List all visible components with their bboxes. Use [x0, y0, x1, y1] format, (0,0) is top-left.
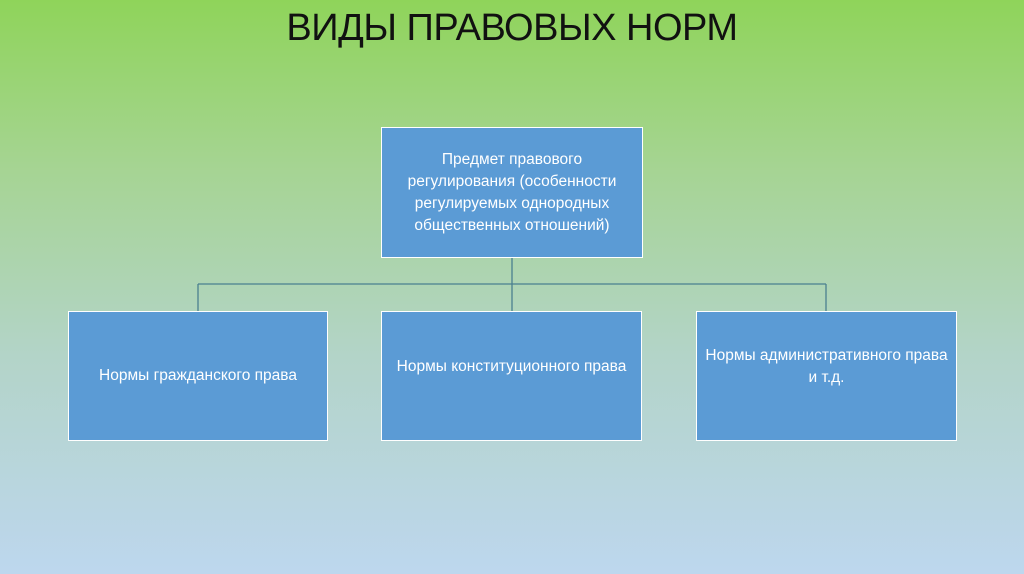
child-node-civil-law: Нормы гражданского права — [68, 311, 328, 441]
child-node-label: Нормы административного права и т.д. — [705, 347, 948, 386]
root-node-label: Предмет правового регулирования (особенн… — [407, 150, 617, 234]
slide-title: ВИДЫ ПРАВОВЫХ НОРМ — [286, 7, 738, 49]
child-node-constitutional-law: Нормы конституционного права — [381, 311, 642, 441]
child-node-administrative-law: Нормы административного права и т.д. — [696, 311, 957, 441]
root-node: Предмет правового регулирования (особенн… — [381, 127, 643, 258]
child-node-label: Нормы конституционного права — [396, 358, 627, 375]
child-node-label: Нормы гражданского права — [99, 367, 297, 384]
